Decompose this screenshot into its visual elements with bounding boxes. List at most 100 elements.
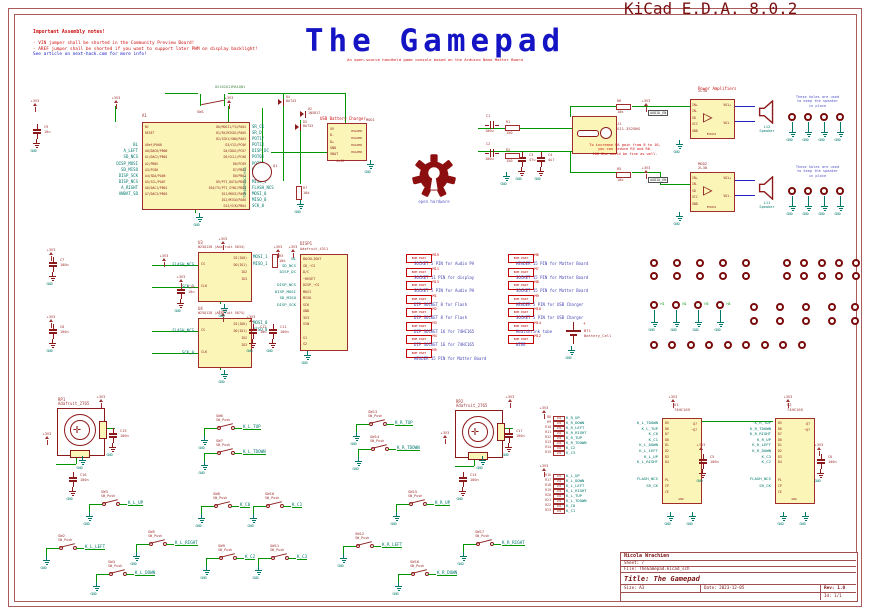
hole-pad-icon — [719, 272, 727, 280]
switch-ref: SW13 — [368, 409, 378, 414]
gnd-symbol: GND — [835, 128, 845, 142]
diode: D3 BAT43 — [295, 120, 317, 134]
up-arrow-icon — [99, 399, 103, 403]
page-subtitle: An open-source handheld game console bas… — [347, 57, 523, 62]
flash-right-pins: DI(IO0) DO(IO1) IO2 IO3 — [233, 256, 247, 281]
display-pin-names: BACKLIGHT SD_~CS D/C ~RESET DISP_~CS MOS… — [303, 257, 322, 347]
wire-segment — [271, 152, 328, 153]
resistor-value: 10k — [617, 177, 624, 182]
up-arrow-icon — [443, 435, 447, 439]
up-arrow-icon — [542, 410, 546, 414]
hole-pad-icon — [818, 259, 826, 267]
switch-ref: SW4 — [108, 559, 115, 564]
resistor-ref: R21 — [545, 498, 551, 503]
capacitor-ref: C11 — [280, 325, 287, 329]
hole-pad-icon — [742, 341, 750, 349]
wire-segment — [76, 453, 77, 464]
flash-left-pins: CS CLK — [201, 262, 208, 288]
bom-description: SOCKET 5 PIN for Audio PA — [414, 287, 475, 293]
hole-pad-icon — [779, 341, 787, 349]
switch-value: SW_Push — [410, 563, 425, 568]
mounting-hole: GND — [835, 113, 846, 142]
hole-pad-icon — [802, 303, 810, 311]
bom-ref: M5 — [432, 348, 437, 352]
bom-description: HEADER 15 PIN for Matter Board — [414, 355, 487, 361]
gnd-symbol: GND — [803, 128, 813, 142]
push-button: SW2 SW_Push GND K_L_LEFT — [41, 533, 124, 570]
assembly-note-2: - AREF jumper shall be shorted if you wa… — [33, 46, 258, 52]
bom-part-box: BOM PART — [406, 295, 432, 304]
power-flag-3v3: +3V3 — [781, 395, 795, 408]
wire-segment — [345, 93, 346, 126]
switch-value: SW_Push — [108, 563, 123, 568]
switch-ref: SW15 — [408, 489, 418, 494]
resistor-body: 10k — [553, 493, 565, 499]
resistor-net-label: K_L_DOWN — [566, 478, 585, 484]
switch-ref: SW5 — [148, 529, 155, 534]
push-button: SW5 SW_Push GND K_L_RIGHT — [131, 529, 214, 566]
flash-left-nets: FLASH_NCS SCK_0 — [172, 328, 194, 355]
bom-part-box: BOM PART — [508, 322, 534, 331]
resistor-net-label: K_R_RIGHT — [566, 430, 587, 436]
up-arrow-icon — [227, 100, 231, 104]
switch-net-label: K_L_TDOWN — [243, 448, 266, 455]
wire-segment — [570, 106, 619, 107]
switch-value: SW_Push — [216, 417, 231, 422]
wire-segment — [195, 208, 196, 213]
hole-pad-icon — [828, 303, 836, 311]
capacitor-value: 10u — [260, 329, 267, 334]
display-value: Adafruit_4311 — [300, 247, 329, 251]
capacitor-ref: C8 — [60, 325, 65, 329]
bom-item: BOM PART M9 HEADER 5 PIN for USB Charger — [508, 294, 608, 308]
flash-chip: U3 W25Q128 (Adafruit 5634) CS CLK DI(IO0… — [172, 240, 267, 302]
gnd-symbol: GND — [41, 556, 51, 570]
capacitor: C10 10u GND — [175, 284, 215, 316]
power-flag-3v3: +3V3 — [286, 245, 300, 258]
display-net-labels: BL SD_NCS DISP_DC DISP_NCS DISP_MOSI SD_… — [274, 256, 296, 307]
resistor-net-label: K_R_UP — [566, 415, 580, 421]
gnd-symbol: GND — [199, 461, 209, 475]
speaker-hole-note: These holes are used to keep the speaker… — [795, 95, 840, 108]
gnd-symbol: GND — [196, 514, 206, 528]
titleblock-sheet: Sheet: / — [624, 560, 645, 565]
bom-ref: M13 — [432, 280, 440, 284]
bom-item: BOM PART M15 SOCKET 5 PIN for Audio PA — [406, 253, 506, 267]
switch-value: SW_Push — [213, 495, 228, 500]
gnd-symbol: GND — [353, 457, 363, 471]
resistor-ref: R7 — [303, 186, 308, 190]
bom-ref: M11 — [432, 267, 440, 271]
amp-bypass-pin: BYPASS — [706, 133, 717, 136]
bom-description: SOCKET 5 PIN for USB Charger — [516, 314, 584, 320]
mounting-hole: GND — [803, 113, 814, 142]
switch-value: SW_Push — [216, 442, 231, 447]
wire-segment — [152, 265, 198, 266]
resistor-ref: R18 — [545, 483, 551, 488]
wire-segment — [56, 464, 76, 465]
battery-value: Battery_Cell — [584, 333, 612, 338]
joystick-pot-bottom — [70, 450, 90, 458]
gnd-symbol: GND — [787, 128, 797, 142]
shift-register: U2 74HC165 D5 D6 D7 D0 D1 D2 D3 D4 PL CP… — [750, 402, 815, 504]
wire-segment — [103, 428, 115, 429]
wire-segment — [570, 172, 619, 173]
push-button: SW17 SW_Push GND K_R_RIGHT — [458, 529, 541, 566]
up-arrow-icon — [699, 447, 703, 451]
wire-segment — [474, 455, 475, 466]
push-button: SW12 SW_Push GND K_R_LEFT — [338, 531, 421, 568]
resistor-ref: R2 — [506, 148, 511, 152]
gnd-symbol: GND — [815, 469, 825, 483]
assembly-notes-title: Important Assembly notes! — [33, 30, 106, 35]
shift-register-ctl-pins: PL CP CE — [778, 478, 782, 495]
titleblock-author: Nicola Wrachien — [624, 552, 670, 559]
resistor-ref: R9 — [547, 420, 551, 425]
pullup-resistor: R15 10k K_C3 — [540, 450, 602, 456]
hole-pad-icon — [828, 317, 836, 325]
capacitor-ref: C12 — [260, 325, 267, 329]
resistor-ref: R3 — [279, 254, 284, 258]
switch-net-label: K_C0 — [240, 501, 251, 508]
titleblock-date: Date: 2023-12-05 — [704, 585, 745, 590]
pullup-resistor: R22 10k K_C0 — [540, 503, 602, 509]
wire-segment — [228, 106, 229, 122]
resistor-value: 150 — [506, 130, 513, 135]
wire-segment — [224, 94, 225, 106]
